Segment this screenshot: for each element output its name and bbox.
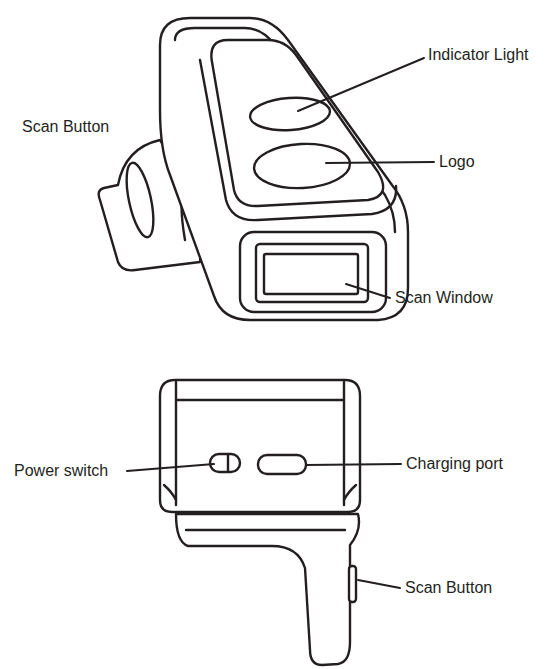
scan-button-rear (349, 566, 356, 602)
charging-port (258, 455, 306, 474)
rear-corner-left (164, 485, 176, 500)
panel-rim (200, 60, 396, 220)
body-edge (175, 28, 395, 232)
scan-button-side (121, 161, 158, 240)
top-panel (211, 40, 383, 206)
rear-body (160, 380, 360, 512)
leader-line (326, 162, 434, 163)
leader-line (346, 284, 390, 298)
callout-label: Scan Button (22, 117, 109, 137)
leader-line (298, 58, 424, 111)
ring-band (176, 514, 359, 665)
front-face (240, 232, 386, 312)
scanner-body (160, 18, 408, 320)
logo (253, 142, 351, 191)
callout-label: Scan Button (405, 578, 492, 598)
leader-line (306, 464, 401, 465)
leader-line (358, 580, 400, 588)
switch-knob (227, 455, 229, 471)
rear-corner-right (344, 485, 356, 500)
callout-label: Indicator Light (428, 45, 529, 65)
power-switch (210, 454, 240, 472)
callout-label: Power switch (14, 461, 108, 481)
indicator-light (249, 95, 331, 133)
scan-window (264, 254, 358, 294)
scan-window-frame (256, 244, 368, 302)
callout-label: Logo (439, 152, 475, 172)
ring-band-edge (186, 529, 345, 531)
callout-label: Charging port (406, 454, 503, 474)
leader-line (127, 464, 214, 471)
rear-band (176, 382, 344, 505)
callout-label: Scan Window (395, 288, 493, 308)
